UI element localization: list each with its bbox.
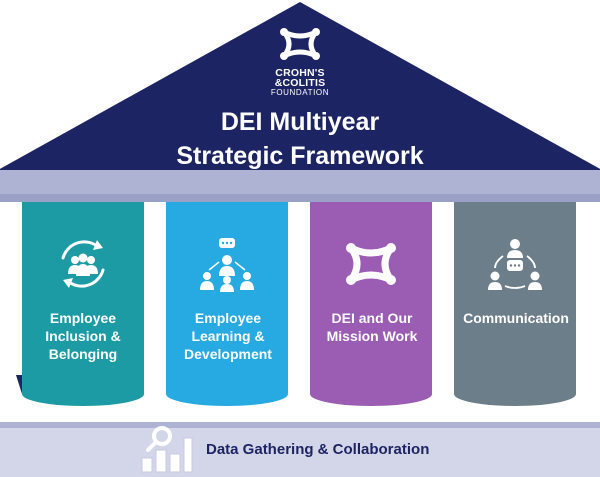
pillar-2 [166,202,288,406]
roof [0,2,600,170]
logo-wordmark: CROHN'S &COLITIS FOUNDATION [250,68,350,98]
pillar-1-line-3: Belonging [48,346,118,362]
logo-line-1: CROHN'S [275,67,325,79]
pillar-2-line-1: Employee [194,310,262,326]
foundation-star-icon [346,243,396,285]
base-top [16,375,22,394]
title-line-1: DEI Multiyear [220,108,380,136]
roof-beam-shadow [0,194,600,202]
pillar-3-line-1: DEI and Our [331,310,413,326]
pillar-2-line-3: Development [184,346,272,362]
pillar-2-line-2: Learning & [191,328,265,344]
title-line-2: Strategic Framework [176,142,424,170]
pillar-4-label: Communication [454,309,578,327]
communication-icon [488,239,542,290]
pillar-3-label: DEI and Our Mission Work [310,309,434,345]
roof-beam [0,170,600,194]
pillar-2-label: Employee Learning & Development [166,309,290,363]
pillar-3 [310,202,432,406]
base-slab-edge [0,422,600,428]
people-network-icon [200,238,254,292]
pillar-1 [22,202,144,406]
logo-line-2: &COLITIS [274,77,326,89]
pillar-1-line-1: Employee [49,310,117,326]
foundation-logo-icon [280,28,320,60]
framework-title: DEI Multiyear Strategic Framework [100,105,500,173]
pillar-3-line-2: Mission Work [326,328,418,344]
base-slab [0,424,600,477]
pillar-4-line-1: Communication [463,310,569,326]
base-label: Data Gathering & Collaboration [206,441,430,458]
people-cycle-icon [61,240,105,288]
logo-line-3: FOUNDATION [270,88,330,97]
pillar-4 [454,202,576,406]
data-search-icon [141,426,193,473]
pillar-1-line-2: Inclusion & [45,328,121,344]
pillar-1-label: Employee Inclusion & Belonging [21,309,145,363]
